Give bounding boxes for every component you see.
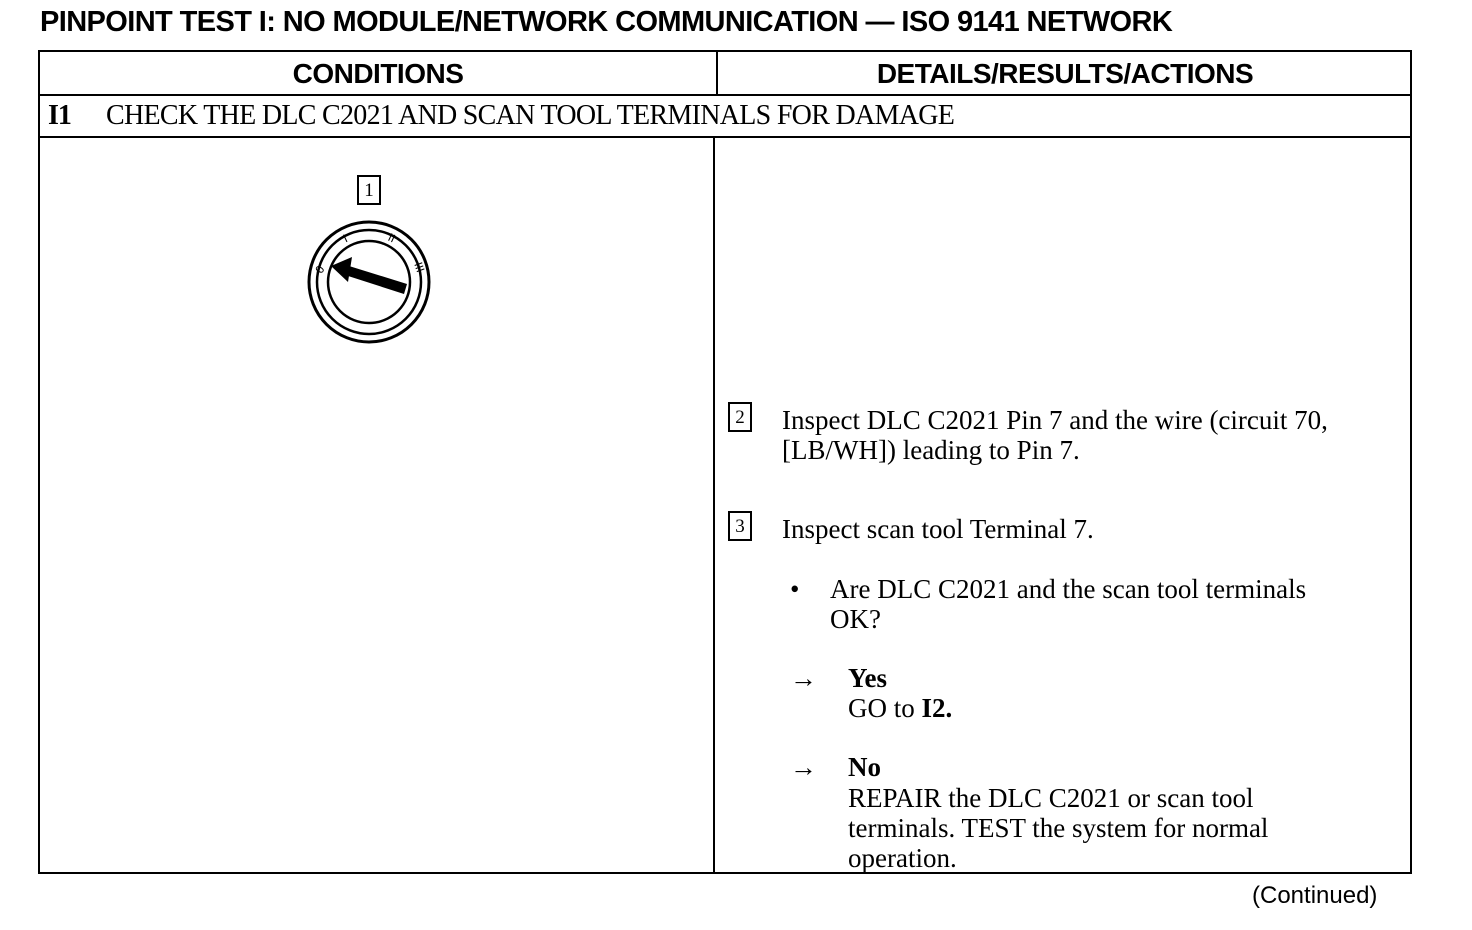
question-line2: OK? — [830, 604, 881, 634]
callout-2: 2 — [728, 402, 752, 432]
yes-label: Yes — [848, 663, 887, 693]
details-header: DETAILS/RESULTS/ACTIONS — [876, 58, 1254, 89]
yes-action: GO to I2. — [848, 693, 952, 723]
conditions-header: CONDITIONS — [292, 58, 464, 89]
position-i-label: I — [341, 232, 349, 245]
no-action-line1: REPAIR the DLC C2021 or scan tool — [848, 783, 1254, 813]
position-iii-label: III — [411, 261, 427, 275]
column-divider — [713, 138, 715, 874]
yes-action-target: I2. — [921, 693, 953, 723]
page-title: PINPOINT TEST I: NO MODULE/NETWORK COMMU… — [40, 6, 1173, 38]
no-action-line3: operation. — [848, 843, 957, 873]
table-header-row: CONDITIONS DETAILS/RESULTS/ACTIONS — [40, 52, 1410, 96]
yes-arrow-icon: → — [790, 663, 817, 693]
yes-action-prefix: GO to — [848, 693, 922, 723]
continued-label: (Continued) — [1252, 882, 1378, 909]
no-label: No — [848, 752, 881, 782]
question-line1: Are DLC C2021 and the scan tool terminal… — [830, 574, 1307, 604]
step-3-text: Inspect scan tool Terminal 7. — [782, 514, 1094, 544]
header-divider — [716, 52, 718, 96]
callout-3: 3 — [728, 511, 752, 541]
bullet-icon: • — [790, 574, 800, 604]
no-action-line2: terminals. TEST the system for normal — [848, 813, 1269, 843]
ignition-switch-icon: 0 I II III — [307, 220, 431, 344]
no-arrow-icon: → — [790, 752, 817, 782]
step-2-text-line2: [LB/WH]) leading to Pin 7. — [782, 435, 1080, 465]
callout-1: 1 — [357, 175, 381, 205]
key-pointer-arrow — [331, 257, 407, 294]
pinpoint-table: CONDITIONS DETAILS/RESULTS/ACTIONS I1 CH… — [38, 50, 1412, 874]
step-2-text-line1: Inspect DLC C2021 Pin 7 and the wire (ci… — [782, 405, 1328, 435]
step-title: CHECK THE DLC C2021 AND SCAN TOOL TERMIN… — [106, 100, 955, 131]
position-ii-label: II — [386, 231, 397, 246]
step-row: I1 CHECK THE DLC C2021 AND SCAN TOOL TER… — [40, 96, 1410, 138]
step-id: I1 — [48, 100, 72, 131]
